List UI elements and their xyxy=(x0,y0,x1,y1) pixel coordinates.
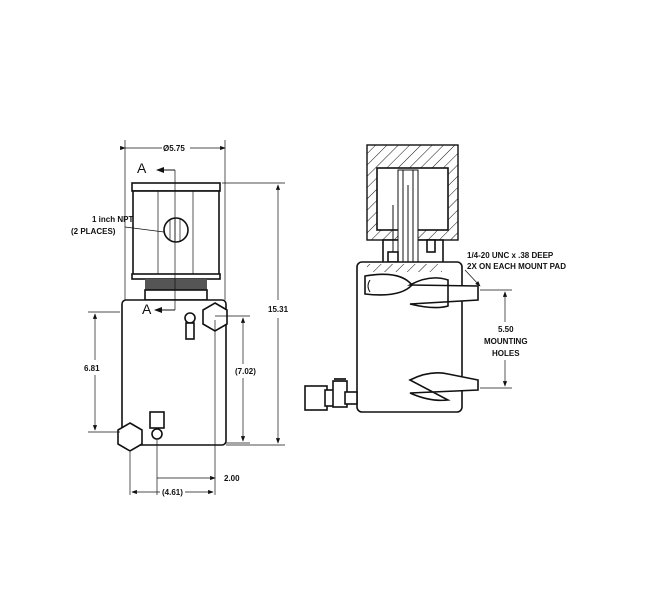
side-fitting-icon xyxy=(304,378,358,411)
mount-spacing: 5.50 xyxy=(498,325,514,334)
tap-label: 1/4-20 UNC x .38 DEEP xyxy=(467,251,554,260)
height-total: 15.31 xyxy=(268,305,289,314)
section-mark-top: A xyxy=(137,160,147,176)
port-label-places: (2 PLACES) xyxy=(71,227,116,236)
tap-label-pads: 2X ON EACH MOUNT PAD xyxy=(467,262,566,271)
height-ref: (7.02) xyxy=(235,367,256,376)
mount-label-holes: HOLES xyxy=(492,349,520,358)
mount-label: MOUNTING xyxy=(484,337,528,346)
section-mark-bottom: A xyxy=(142,301,152,317)
section-view: 1/4-20 UNC x .38 DEEP 2X ON EACH MOUNT P… xyxy=(304,144,566,413)
width-ref: (4.61) xyxy=(162,488,183,497)
npt-port-icon xyxy=(163,217,189,243)
diameter-label: Ø5.75 xyxy=(163,144,185,153)
width-offset: 2.00 xyxy=(224,474,240,483)
hex-fitting-icon xyxy=(117,422,143,452)
port-label: 1 inch NPT xyxy=(92,215,133,224)
front-view: Ø5.75 A 1 inch NPT (2 PLACES) A 15.31 xyxy=(71,140,289,497)
height-left: 6.81 xyxy=(84,364,100,373)
